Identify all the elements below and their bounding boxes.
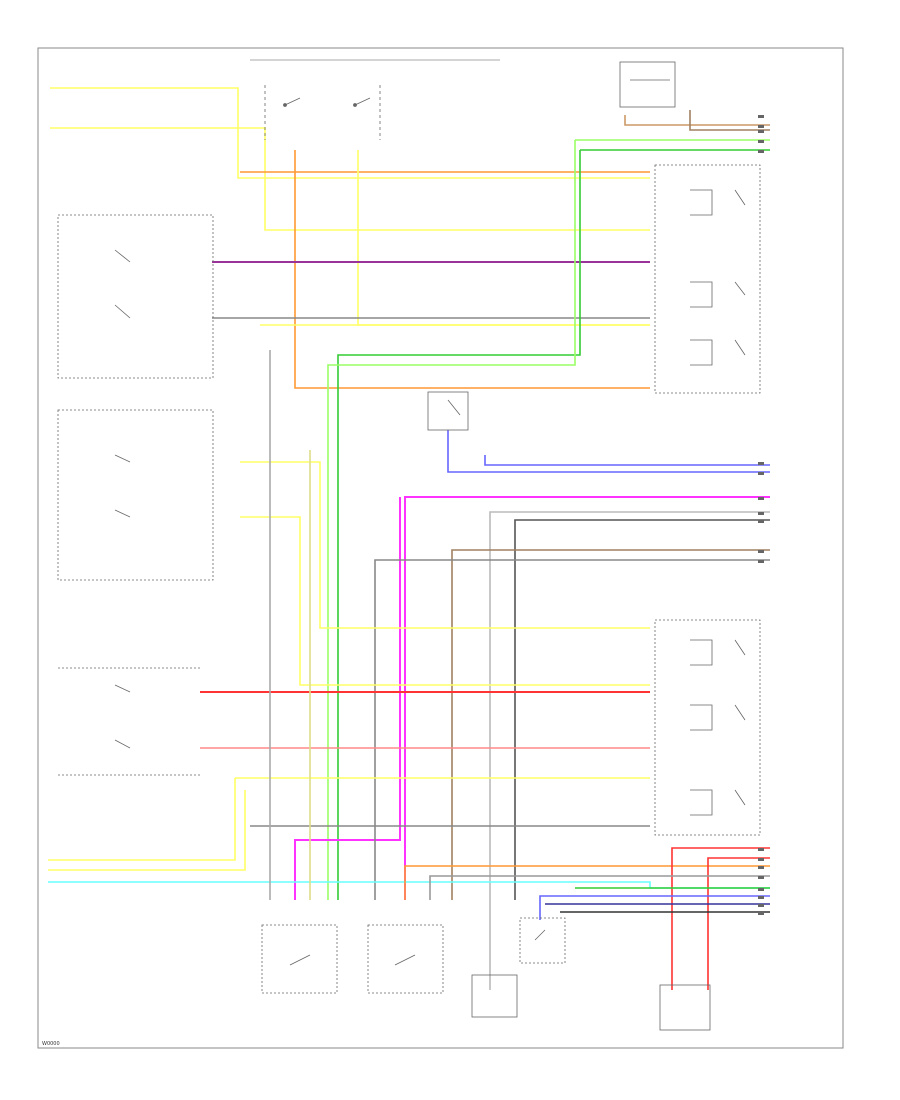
wire-yellow-lock xyxy=(357,150,650,326)
wire-yellow-mid-2 xyxy=(240,516,650,686)
wire-magenta xyxy=(404,496,770,900)
wire-blue-2 xyxy=(484,455,770,466)
footer-code: W0000 xyxy=(42,1041,60,1047)
wire-gray-low-2 xyxy=(429,875,770,900)
left-rear-sensor xyxy=(427,391,469,431)
wires xyxy=(48,87,770,990)
bottom-module-2 xyxy=(367,924,444,994)
bottom-sensor-3 xyxy=(659,984,711,1031)
wire-yellow-low-2 xyxy=(48,790,246,871)
wire-orange-main xyxy=(294,150,650,389)
wire-gray-2 xyxy=(489,511,770,990)
wire-brown-1 xyxy=(451,549,770,900)
wire-red-low-2 xyxy=(707,857,770,990)
door-lock-switch-top xyxy=(264,85,381,140)
wire-yellow-top-2 xyxy=(50,127,650,231)
components xyxy=(57,61,761,1031)
top-right-relay xyxy=(619,61,676,108)
bottom-module-1 xyxy=(261,924,338,994)
connector-marks xyxy=(758,115,764,915)
right-switch-stack-2 xyxy=(654,619,761,836)
left-switch-box-3 xyxy=(58,667,200,776)
wire-tan-2 xyxy=(689,110,770,131)
wire-orange-low xyxy=(404,865,770,900)
wire-cyan xyxy=(48,881,770,889)
wire-magenta-2 xyxy=(294,497,401,900)
right-switch-stack-1 xyxy=(654,164,761,394)
wire-darkgray-1 xyxy=(514,519,770,900)
wire-blue-1 xyxy=(447,430,770,473)
wire-tan-1 xyxy=(624,115,770,126)
wire-red-low-1 xyxy=(671,847,770,990)
left-switch-box-1 xyxy=(57,214,214,379)
diagram-frame xyxy=(37,47,844,1049)
wire-light-green xyxy=(327,139,770,900)
bottom-sensor-2 xyxy=(519,917,566,964)
bottom-sensor-1 xyxy=(471,974,518,1018)
wire-yellow-low xyxy=(48,777,650,861)
left-switch-box-2 xyxy=(57,409,214,581)
wire-gray-3 xyxy=(374,559,770,900)
wire-yellow-mid-1 xyxy=(240,461,650,629)
wire-blue-low xyxy=(539,895,770,920)
wire-yellow-top-1 xyxy=(50,87,650,179)
